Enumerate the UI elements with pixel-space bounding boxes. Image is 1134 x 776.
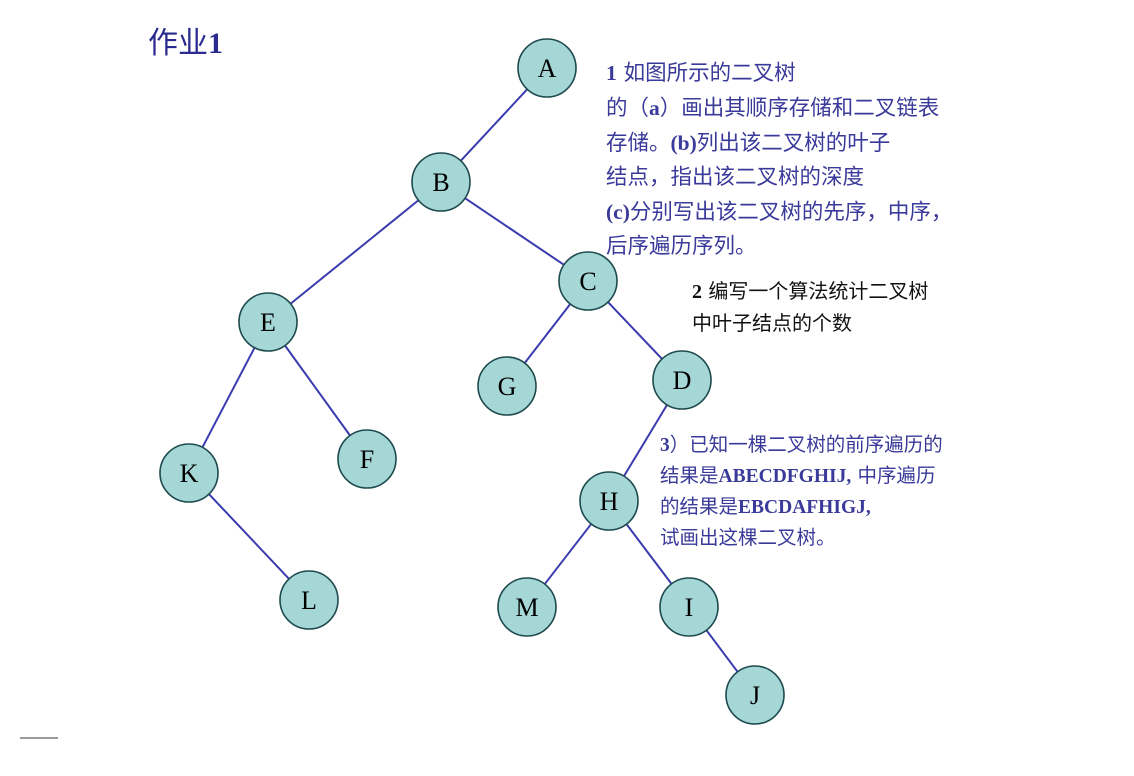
node-label-C: C bbox=[579, 267, 596, 296]
node-circle-I bbox=[659, 577, 719, 637]
q1-line-3-pre: 存储。 bbox=[606, 131, 671, 156]
q1-line-1-text: 如图所示的二叉树 bbox=[616, 61, 796, 86]
slide-title: 作业1 bbox=[148, 18, 223, 62]
node-label-H: H bbox=[600, 487, 619, 516]
tree-nodes: A B C D E F G H I J K L M bbox=[159, 38, 785, 725]
node-circle-J bbox=[725, 665, 785, 725]
q1-line-3: 存储。(b)列出该二叉树的叶子 bbox=[606, 126, 952, 161]
node-B: B bbox=[411, 152, 471, 212]
title-prefix: 作业 bbox=[148, 26, 208, 61]
edge-H-I bbox=[625, 523, 673, 585]
node-label-M: M bbox=[515, 593, 538, 622]
q1-line-5-bold: (c) bbox=[606, 200, 630, 224]
edge-E-F bbox=[284, 344, 351, 437]
q3-line-2-post: 中序遍历 bbox=[851, 464, 936, 487]
title-number: 1 bbox=[208, 27, 223, 60]
q1-line-2-pre: 的（ bbox=[606, 96, 650, 121]
node-circle-A bbox=[517, 38, 577, 98]
q3-line-2-bold: ABECDFGHIJ, bbox=[718, 466, 852, 487]
q2-line-2: 中叶子结点的个数 bbox=[692, 311, 852, 335]
node-circle-C bbox=[558, 251, 618, 311]
node-circle-D bbox=[652, 350, 712, 410]
q1-line-6: 后序遍历序列。 bbox=[606, 234, 757, 259]
node-G: G bbox=[477, 356, 537, 416]
node-I: I bbox=[659, 577, 719, 637]
edge-A-B bbox=[460, 88, 528, 162]
edge-D-H bbox=[623, 404, 668, 477]
q2-line-1-text: 编写一个算法统计二叉树 bbox=[702, 279, 929, 303]
q3-line-1-text: ）已知一棵二叉树的前序遍历的 bbox=[669, 433, 943, 456]
node-circle-E bbox=[238, 292, 298, 352]
node-circle-G bbox=[477, 356, 537, 416]
q1-line-2: 的（a）画出其顺序存储和二叉链表 bbox=[606, 91, 952, 126]
node-label-B: B bbox=[432, 168, 449, 197]
edge-I-J bbox=[705, 629, 739, 673]
q3-line-3: 的结果是EBCDAFHIGJ, bbox=[660, 492, 943, 523]
edge-K-L bbox=[208, 493, 290, 580]
node-F: F bbox=[337, 429, 397, 489]
q3-line-3-pre: 的结果是 bbox=[660, 495, 739, 518]
node-label-I: I bbox=[685, 593, 694, 622]
edge-E-K bbox=[201, 347, 256, 448]
question-2: 2 编写一个算法统计二叉树 中叶子结点的个数 bbox=[692, 276, 928, 339]
node-M: M bbox=[497, 577, 557, 637]
q1-line-1: 1 如图所示的二叉树 bbox=[606, 56, 952, 91]
q2-number: 2 bbox=[692, 281, 702, 303]
node-label-J: J bbox=[750, 681, 760, 710]
q1-line-3-bold: (b) bbox=[670, 131, 697, 155]
node-label-L: L bbox=[301, 586, 317, 615]
node-E: E bbox=[238, 292, 298, 352]
q3-line-2: 结果是ABECDFGHIJ, 中序遍历 bbox=[660, 461, 943, 492]
node-K: K bbox=[159, 443, 219, 503]
q3-number: 3 bbox=[660, 435, 670, 456]
node-circle-M bbox=[497, 577, 557, 637]
edge-C-D bbox=[607, 301, 663, 360]
q1-line-4: 结点，指出该二叉树的深度 bbox=[606, 165, 865, 190]
q2-line-1: 2 编写一个算法统计二叉树 bbox=[692, 276, 928, 308]
node-circle-K bbox=[159, 443, 219, 503]
q1-line-3-post: 列出该二叉树的叶子 bbox=[696, 131, 891, 156]
node-L: L bbox=[279, 570, 339, 630]
edge-B-C bbox=[464, 197, 565, 266]
q1-number: 1 bbox=[606, 61, 617, 85]
node-label-K: K bbox=[180, 459, 199, 488]
node-label-A: A bbox=[538, 54, 557, 83]
node-label-E: E bbox=[260, 308, 276, 337]
q3-line-2-pre: 结果是 bbox=[660, 464, 719, 487]
question-3: 3）已知一棵二叉树的前序遍历的 结果是ABECDFGHIJ, 中序遍历 的结果是… bbox=[660, 430, 943, 553]
q1-line-5: (c)分别写出该二叉树的先序，中序， bbox=[606, 195, 952, 230]
node-D: D bbox=[652, 350, 712, 410]
node-circle-H bbox=[579, 471, 639, 531]
q1-line-5-post: 分别写出该二叉树的先序，中序， bbox=[629, 200, 953, 225]
node-circle-B bbox=[411, 152, 471, 212]
node-circle-L bbox=[279, 570, 339, 630]
node-label-F: F bbox=[360, 445, 374, 474]
q3-line-3-bold: EBCDAFHIGJ, bbox=[738, 497, 871, 518]
q3-line-1: 3）已知一棵二叉树的前序遍历的 bbox=[660, 430, 943, 461]
tree-edges bbox=[201, 88, 739, 673]
edge-B-E bbox=[289, 199, 420, 305]
node-C: C bbox=[558, 251, 618, 311]
edge-H-M bbox=[543, 523, 593, 585]
node-H: H bbox=[579, 471, 639, 531]
node-A: A bbox=[517, 38, 577, 98]
node-J: J bbox=[725, 665, 785, 725]
node-label-G: G bbox=[498, 372, 517, 401]
q1-line-2-post: ）画出其顺序存储和二叉链表 bbox=[659, 96, 940, 121]
node-label-D: D bbox=[673, 366, 692, 395]
edge-C-G bbox=[523, 303, 572, 364]
q1-line-2-bold: a bbox=[649, 96, 660, 120]
q3-line-4: 试画出这棵二叉树。 bbox=[660, 526, 836, 549]
footer-divider bbox=[20, 737, 58, 739]
question-1: 1 如图所示的二叉树 的（a）画出其顺序存储和二叉链表 存储。(b)列出该二叉树… bbox=[606, 56, 952, 264]
node-circle-F bbox=[337, 429, 397, 489]
